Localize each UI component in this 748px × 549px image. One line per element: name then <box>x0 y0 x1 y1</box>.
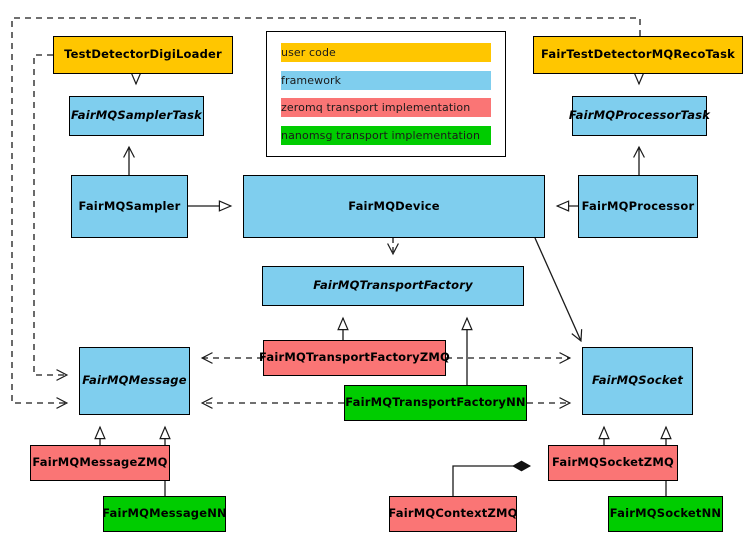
class-node-FairMQSocketNN[interactable]: FairMQSocketNN <box>608 496 723 532</box>
class-node-label: FairMQTransportFactoryNN <box>345 395 526 410</box>
legend-item: user code <box>281 43 491 63</box>
legend-item: nanomsg transport implementation <box>281 125 491 145</box>
legend-label-nanomsg: nanomsg transport implementation <box>281 128 481 142</box>
class-node-FairMQSocketZMQ[interactable]: FairMQSocketZMQ <box>548 445 678 481</box>
legend-label-user-code: user code <box>281 46 336 60</box>
edge-digiloader-message <box>33 54 69 381</box>
class-node-label: FairMQTransportFactory <box>313 278 473 293</box>
class-node-label: FairMQSocketZMQ <box>552 455 674 470</box>
class-node-FairMQMessage[interactable]: FairMQMessage <box>79 347 190 415</box>
class-node-label: FairMQSampler <box>78 198 181 213</box>
class-node-FairMQTransportFactory[interactable]: FairMQTransportFactory <box>262 266 524 306</box>
class-node-FairMQProcessorTask[interactable]: FairMQProcessorTask <box>568 96 711 136</box>
class-node-FairMQProcessor[interactable]: FairMQProcessor <box>578 175 698 238</box>
class-node-label: FairMQTransportFactoryZMQ <box>259 350 451 365</box>
class-node-label: FairMQSocket <box>591 373 684 388</box>
class-node-FairTestDetectorMQRecoTask[interactable]: FairTestDetectorMQRecoTask <box>533 36 743 74</box>
class-node-TestDetectorDigiLoader[interactable]: TestDetectorDigiLoader <box>53 36 233 74</box>
class-node-FairMQMessageZMQ[interactable]: FairMQMessageZMQ <box>30 445 170 481</box>
class-node-FairMQMessageNN[interactable]: FairMQMessageNN <box>102 496 227 532</box>
class-node-FairMQSamplerTask[interactable]: FairMQSamplerTask <box>69 96 204 136</box>
class-node-label: FairMQSamplerTask <box>71 108 202 123</box>
class-node-FairMQTransportFactoryZMQ[interactable]: FairMQTransportFactoryZMQ <box>259 340 450 376</box>
class-node-label: FairMQMessageNN <box>102 506 227 521</box>
class-node-label: FairMQMessage <box>82 373 187 388</box>
edge-device-socket <box>534 237 583 343</box>
class-node-label: FairMQContextZMQ <box>388 506 518 521</box>
legend-item: zeromq transport implementation <box>281 98 491 118</box>
class-node-FairMQDevice[interactable]: FairMQDevice <box>243 175 545 238</box>
class-node-label: FairMQProcessor <box>581 198 695 213</box>
class-node-label: TestDetectorDigiLoader <box>64 47 222 62</box>
class-node-label: FairTestDetectorMQRecoTask <box>541 47 735 62</box>
class-node-FairMQSocket[interactable]: FairMQSocket <box>582 347 693 415</box>
legend-label-zeromq: zeromq transport implementation <box>281 101 471 115</box>
class-node-label: FairMQSocketNN <box>609 506 722 521</box>
edge-contextzmq-socketzmq <box>452 466 530 496</box>
class-node-FairMQTransportFactoryNN[interactable]: FairMQTransportFactoryNN <box>344 385 527 421</box>
class-node-FairMQSampler[interactable]: FairMQSampler <box>71 175 188 238</box>
legend-item: framework <box>281 70 491 90</box>
legend-label-framework: framework <box>281 73 342 87</box>
class-node-label: FairMQMessageZMQ <box>32 455 168 470</box>
class-node-label: FairMQProcessorTask <box>568 108 711 123</box>
color-legend: user code framework zeromq transport imp… <box>266 31 506 157</box>
class-node-FairMQContextZMQ[interactable]: FairMQContextZMQ <box>388 496 518 532</box>
class-node-label: FairMQDevice <box>348 198 440 213</box>
